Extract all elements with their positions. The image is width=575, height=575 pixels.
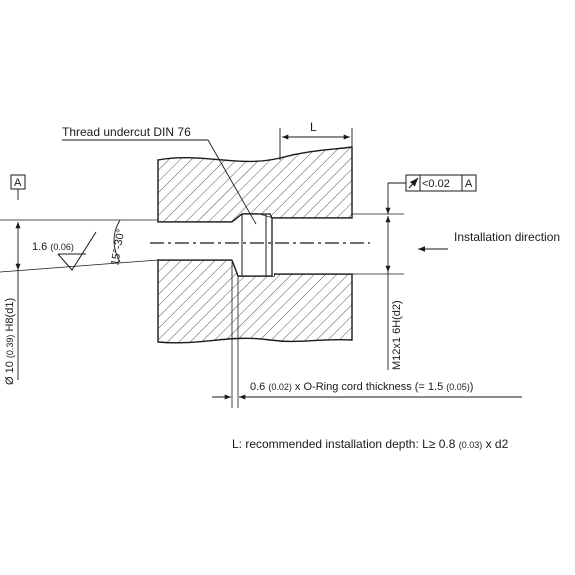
- roughness-symbol: 1.6 (0.06): [32, 231, 97, 271]
- undercut-leader-diagonal: [207, 139, 257, 225]
- angle-label: 15°-30°: [109, 228, 127, 266]
- oring-dimension-label: 0.6 (0.02) x O-Ring cord thickness (= 1.…: [250, 381, 473, 393]
- tolerance-datum: A: [465, 178, 473, 190]
- installation-depth-note: L: recommended installation depth: L≥ 0.…: [232, 437, 509, 451]
- installation-direction-label: Installation direction: [454, 230, 560, 244]
- bore-extension-bottom: [0, 259, 159, 273]
- datum-a-label: A: [14, 177, 22, 189]
- dim-L-label: L: [310, 120, 317, 134]
- runout-arrow-icon: [408, 177, 419, 189]
- dimension-L: L: [279, 120, 353, 160]
- svg-text:1.6 (0.06): 1.6 (0.06): [32, 241, 74, 253]
- upper-body-hatched: [157, 146, 353, 223]
- datum-a-box: A: [10, 174, 26, 200]
- lower-body-hatched: [157, 259, 353, 344]
- bore-cavity: [158, 214, 352, 276]
- workpiece-section: [157, 146, 353, 344]
- bore-diameter-label: Ø 10 (0.39) H8(d1): [4, 298, 16, 385]
- thread-dimension-label: M12x1 6H(d2): [391, 300, 403, 370]
- tolerance-frame: <0.02 A: [385, 174, 477, 214]
- chamfer-angle: 15°-30°: [109, 219, 127, 267]
- tolerance-value: <0.02: [422, 178, 450, 190]
- thread-undercut-label: Thread undercut DIN 76: [62, 125, 191, 139]
